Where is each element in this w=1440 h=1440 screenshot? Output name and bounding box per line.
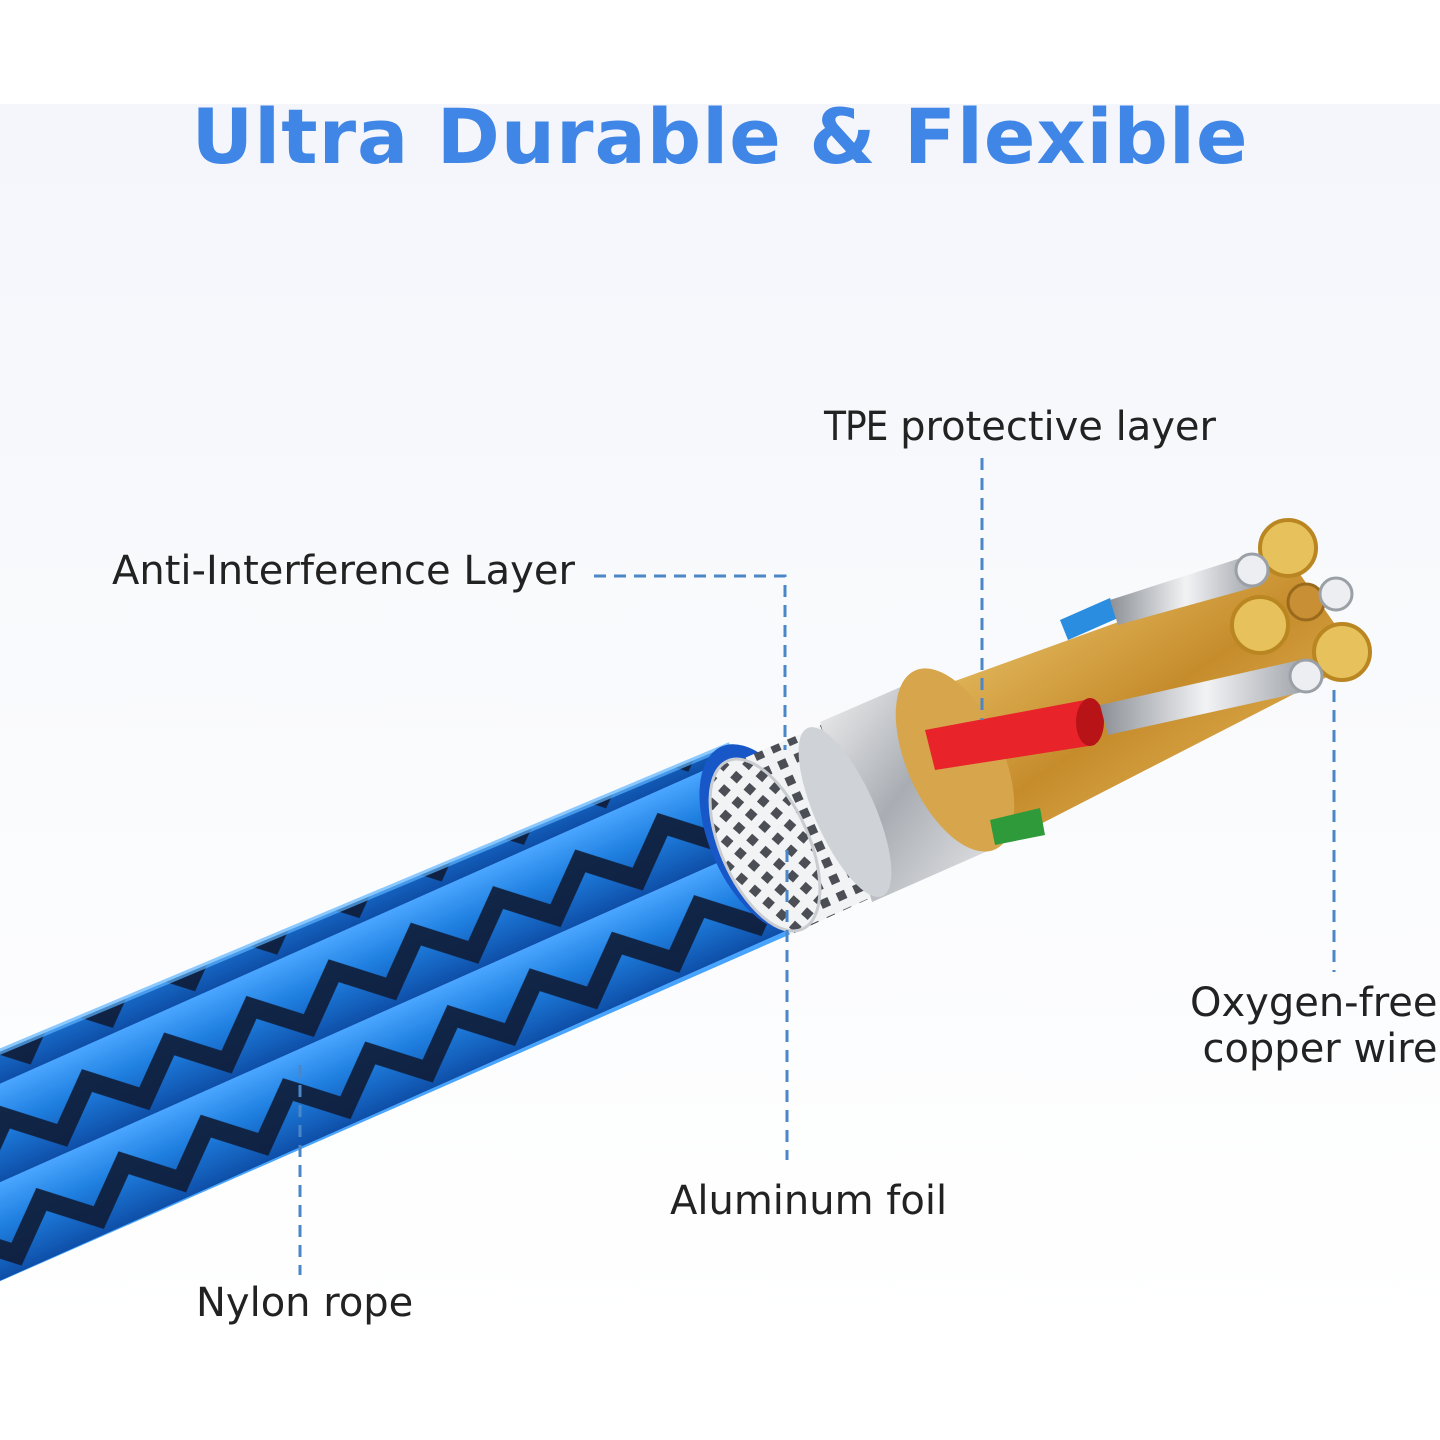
label-tpe-protective-layer: TPE protective layer: [824, 404, 1216, 450]
label-oxygen-free-line2: copper wire: [1202, 1026, 1438, 1072]
label-aluminum-foil: Aluminum foil: [670, 1178, 948, 1224]
label-anti-interference-layer: Anti-Interference Layer: [112, 548, 575, 594]
label-tpe-prefix: TPE: [824, 404, 888, 450]
nylon-braid-jacket: [0, 742, 800, 1282]
copper-strand-icon: [895, 518, 1372, 852]
leader-lines: [298, 458, 1336, 1275]
label-oxygen-free-copper-wire: Oxygen-free copper wire: [1190, 980, 1437, 1072]
leader-anti-interference: [594, 574, 787, 750]
page-title: Ultra Durable & Flexible: [191, 92, 1249, 181]
label-oxygen-free-line1: Oxygen-free: [1190, 980, 1438, 1026]
label-tpe-rest: protective layer: [887, 404, 1216, 450]
label-nylon-rope: Nylon rope: [196, 1280, 414, 1326]
